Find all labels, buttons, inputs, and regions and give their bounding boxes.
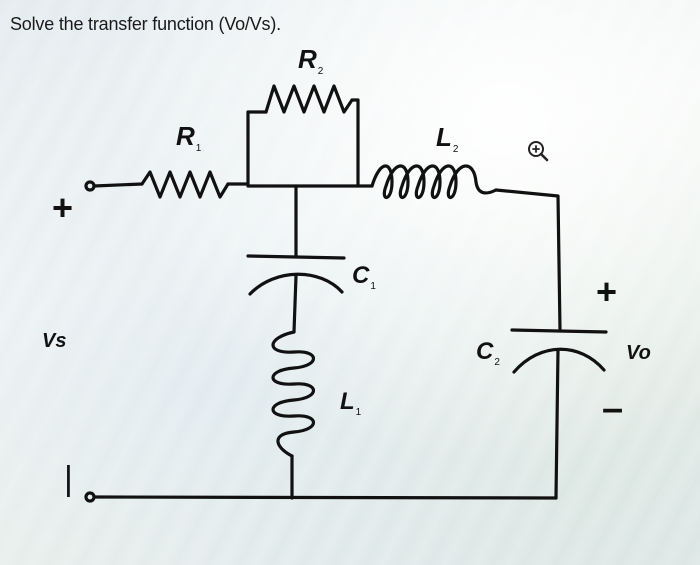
resistor-r1	[140, 170, 230, 199]
wire-input	[92, 182, 144, 188]
label-c2: C2	[476, 338, 500, 368]
wire-r2-left	[246, 110, 268, 186]
question-title: Solve the transfer function (Vo/Vs).	[10, 14, 281, 34]
label-l2: L2	[436, 122, 459, 156]
wire-r2-right	[350, 98, 360, 188]
capacitor-c2-plate-top	[510, 328, 608, 334]
wire-c1-bottom	[292, 274, 298, 334]
inductor-l1	[271, 330, 315, 458]
zoom-in-icon[interactable]	[525, 138, 551, 164]
label-r2: R2	[298, 44, 324, 78]
capacitor-c1-plate-top	[246, 254, 346, 260]
capacitor-c2-plate-bottom	[512, 347, 606, 374]
inductor-l2	[370, 164, 498, 200]
label-r1: R1	[176, 121, 202, 155]
output-plus-sign: +	[596, 271, 618, 312]
zoom-in-glyph	[528, 141, 549, 162]
wire-right-top	[494, 188, 562, 332]
resistor-r2	[264, 84, 354, 114]
label-l1: L1	[340, 388, 362, 418]
label-c1: C1	[352, 262, 376, 292]
wire-bottom-return	[92, 495, 558, 500]
input-voltage-label: Vs	[42, 330, 67, 352]
output-minus-sign: –	[602, 388, 624, 430]
wire-right-bottom	[554, 348, 560, 500]
capacitor-c1-plate-bottom	[248, 272, 344, 296]
input-plus-sign: +	[52, 187, 74, 228]
output-voltage-label: Vo	[626, 342, 651, 364]
input-minus-sign: |	[64, 460, 73, 498]
